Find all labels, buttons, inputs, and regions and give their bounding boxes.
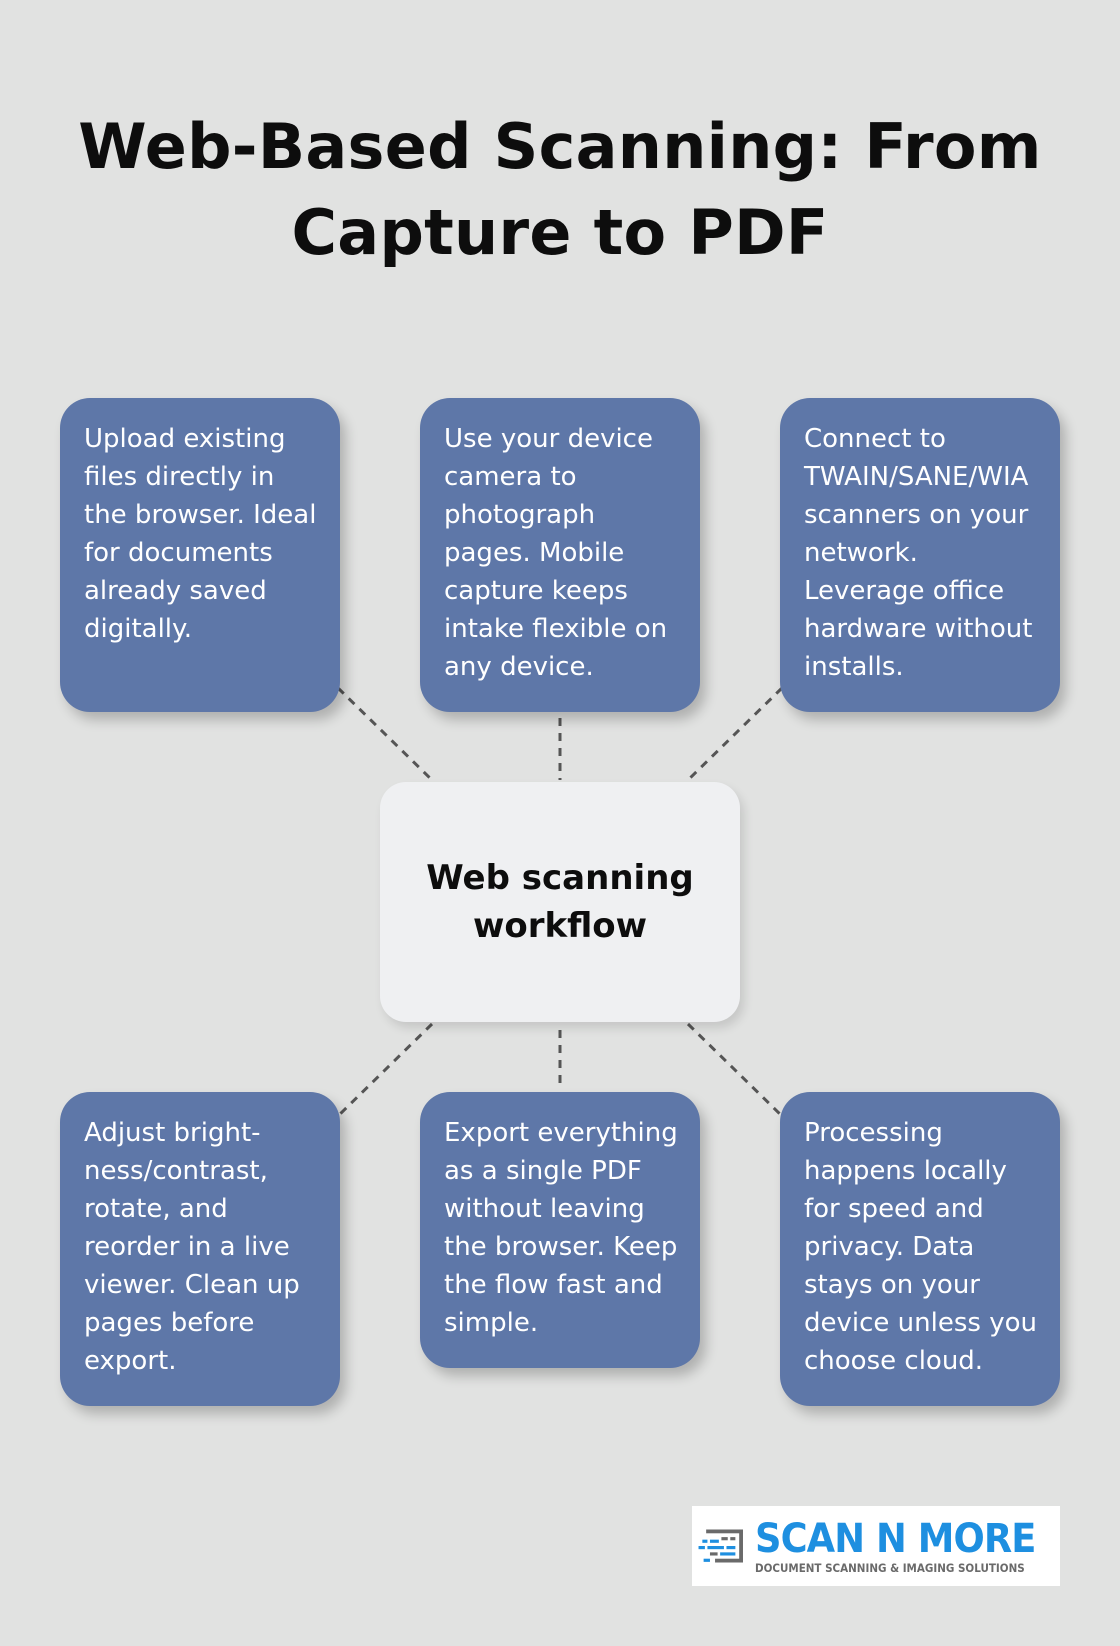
card-text: Use your device camera to photograph pag… [444, 424, 668, 682]
brand-tagline: DOCUMENT SCANNING & IMAGING SOLUTIONS [755, 1561, 1025, 1575]
card-network-scanners: Connect to TWAIN/SANE/WIA scanners on yo… [780, 398, 1060, 712]
center-label: Web scanning workflow [426, 858, 694, 946]
card-text: Adjust bright-ness/contrast, rotate, and… [84, 1118, 300, 1376]
connector-top-right [686, 686, 784, 782]
card-camera-capture: Use your device camera to photograph pag… [420, 398, 700, 712]
card-text: Upload existing files directly in the br… [84, 424, 317, 644]
scanner-logo-icon [698, 1529, 743, 1563]
connector-bottom-right [686, 1022, 784, 1118]
page-title: Web-Based Scanning: From Capture to PDF [78, 110, 1042, 269]
connector-bottom-left [336, 1022, 434, 1118]
card-text: Export everything as a single PDF withou… [444, 1118, 678, 1338]
connector-top-left [336, 686, 434, 782]
card-image-adjust: Adjust bright-ness/contrast, rotate, and… [60, 1092, 340, 1406]
card-text: Processing happens locally for speed and… [804, 1118, 1037, 1376]
card-text: Connect to TWAIN/SANE/WIA scanners on yo… [804, 424, 1033, 682]
card-pdf-export: Export everything as a single PDF withou… [420, 1092, 700, 1368]
brand-logo: SCAN N MORE DOCUMENT SCANNING & IMAGING … [692, 1506, 1060, 1586]
card-local-processing: Processing happens locally for speed and… [780, 1092, 1060, 1406]
card-upload-files: Upload existing files directly in the br… [60, 398, 340, 712]
center-node: Web scanning workflow [380, 782, 740, 1022]
brand-name: SCAN N MORE [755, 1516, 1036, 1562]
